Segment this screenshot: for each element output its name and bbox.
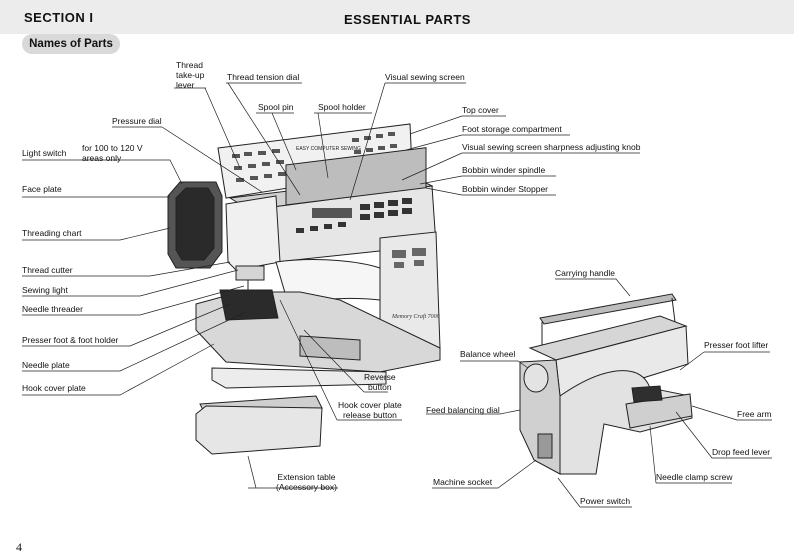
label-needle-plate: Needle plate (22, 360, 70, 370)
extension-table (195, 395, 323, 455)
label-face-plate: Face plate (22, 184, 62, 194)
label-power-switch: Power switch (580, 496, 631, 506)
label-sewing-light: Sewing light (22, 285, 68, 295)
label-extension-table: Extension table (Accessory box) (276, 472, 337, 492)
label-bobbin-winder-stopper: Bobbin winder Stopper (462, 184, 549, 194)
label-thread-cutter: Thread cutter (22, 265, 73, 275)
rear-view-machine (519, 293, 693, 475)
section-label: SECTION I (24, 10, 94, 25)
label-light-switch: Light switch (22, 148, 67, 158)
label-hook-cover-release: Hook cover plate release button (338, 400, 402, 420)
label-bobbin-winder-spindle: Bobbin winder spindle (462, 165, 546, 175)
label-reverse-button: Reverse button (364, 372, 396, 392)
label-needle-threader: Needle threader (22, 304, 83, 314)
page-title: ESSENTIAL PARTS (344, 12, 471, 27)
leader-lines (22, 82, 772, 508)
section-header-bar (0, 0, 794, 34)
label-thread-takeup-lever: Thread take-up lever (176, 60, 205, 90)
label-presser-foot-holder: Presser foot & foot holder (22, 335, 119, 345)
label-drop-feed-lever: Drop feed lever (712, 447, 771, 457)
label-hook-cover-plate: Hook cover plate (22, 383, 86, 393)
subheading-pill: Names of Parts (22, 34, 120, 54)
label-thread-tension-dial: Thread tension dial (227, 72, 300, 82)
label-free-arm: Free arm (737, 409, 772, 419)
label-carrying-handle: Carrying handle (555, 268, 616, 278)
label-top-cover: Top cover (462, 105, 499, 115)
label-feed-balancing-dial: Feed balancing dial (426, 405, 500, 415)
label-foot-storage: Foot storage compartment (462, 124, 562, 134)
label-light-switch-note: for 100 to 120 V areas only (82, 143, 143, 163)
label-presser-foot-lifter: Presser foot lifter (704, 340, 769, 350)
label-screen-sharpness-knob: Visual sewing screen sharpness adjusting… (462, 142, 641, 152)
brand-script: Memory Craft 7000 (391, 313, 440, 320)
label-visual-sewing-screen: Visual sewing screen (385, 72, 465, 82)
label-balance-wheel: Balance wheel (460, 349, 516, 359)
page-number: 4 (16, 540, 22, 554)
label-spool-holder: Spool holder (318, 102, 366, 112)
main-sewing-machine: EASY COMPUTER SEWING (167, 123, 441, 389)
label-pressure-dial: Pressure dial (112, 116, 162, 126)
panel-text: EASY COMPUTER SEWING (296, 146, 361, 152)
label-spool-pin: Spool pin (258, 102, 294, 112)
label-needle-clamp-screw: Needle clamp screw (656, 472, 733, 482)
label-threading-chart: Threading chart (22, 228, 82, 238)
label-machine-socket: Machine socket (433, 477, 493, 487)
